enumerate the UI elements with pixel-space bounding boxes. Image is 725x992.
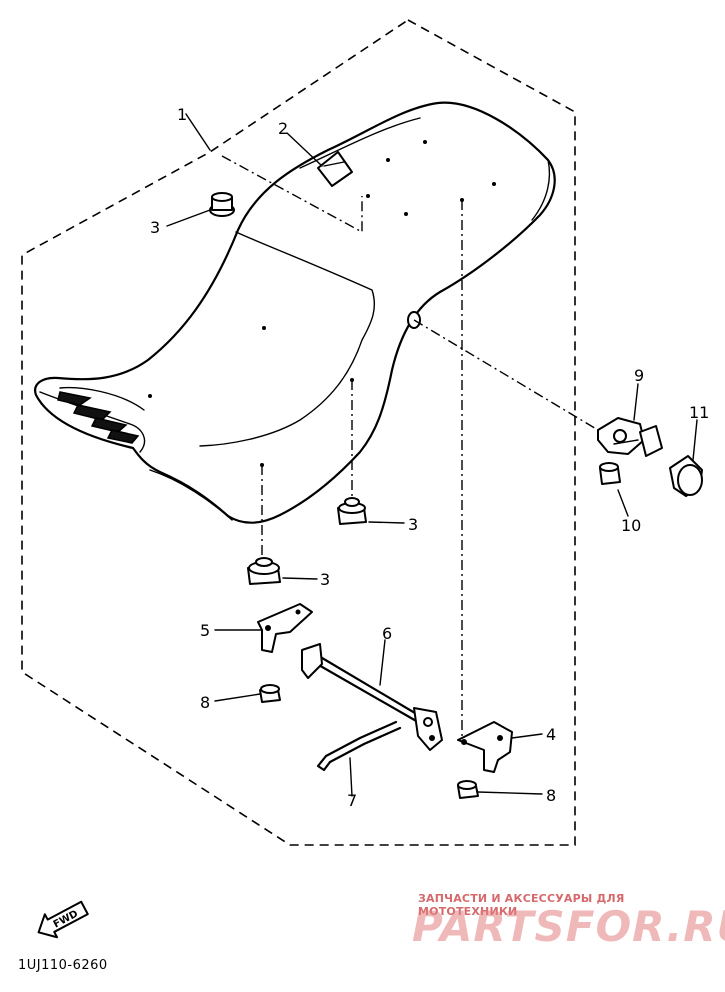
reference-code: 1UJ110-6260	[18, 958, 108, 973]
seat-lock	[597, 417, 663, 457]
callout-5: 5	[200, 621, 210, 640]
callout-8-rear: 8	[546, 786, 556, 805]
damper-middle	[337, 497, 367, 525]
callout-11: 11	[689, 403, 709, 422]
callout-6: 6	[382, 624, 392, 643]
assembly-boundary	[21, 19, 576, 846]
hook-wire	[316, 720, 402, 772]
callout-8-front: 8	[200, 693, 210, 712]
lock-cap	[669, 455, 703, 497]
guide-line-lock	[413, 319, 599, 431]
callout-1: 1	[177, 105, 187, 124]
callout-9: 9	[634, 366, 644, 385]
leader-lines	[166, 113, 698, 797]
nut-front	[259, 684, 281, 703]
callout-3-upper: 3	[150, 218, 160, 237]
damper-upper	[209, 192, 235, 217]
callout-4: 4	[546, 725, 556, 744]
callout-3-middle: 3	[408, 515, 418, 534]
seat-strap	[317, 151, 353, 187]
seat-front-grip-pattern	[57, 386, 145, 444]
watermark-tagline: ЗАПЧАСТИ И АКСЕССУАРЫ ДЛЯ МОТОТЕХНИКИ	[418, 892, 625, 918]
lock-rod	[301, 643, 443, 751]
lock-nut	[599, 462, 621, 485]
callout-3-lower: 3	[320, 570, 330, 589]
damper-lower	[247, 557, 281, 585]
fwd-arrow: FWD	[37, 900, 89, 939]
nut-rear	[457, 780, 479, 799]
watermark-logo: PARTSFOR.RU	[412, 902, 725, 951]
rear-bracket	[457, 721, 513, 773]
callout-10: 10	[621, 516, 641, 535]
guide-line-strap	[221, 155, 363, 234]
front-bracket	[257, 603, 313, 653]
callout-2: 2	[278, 119, 288, 138]
callout-7: 7	[347, 791, 357, 810]
seat-body	[34, 101, 556, 524]
